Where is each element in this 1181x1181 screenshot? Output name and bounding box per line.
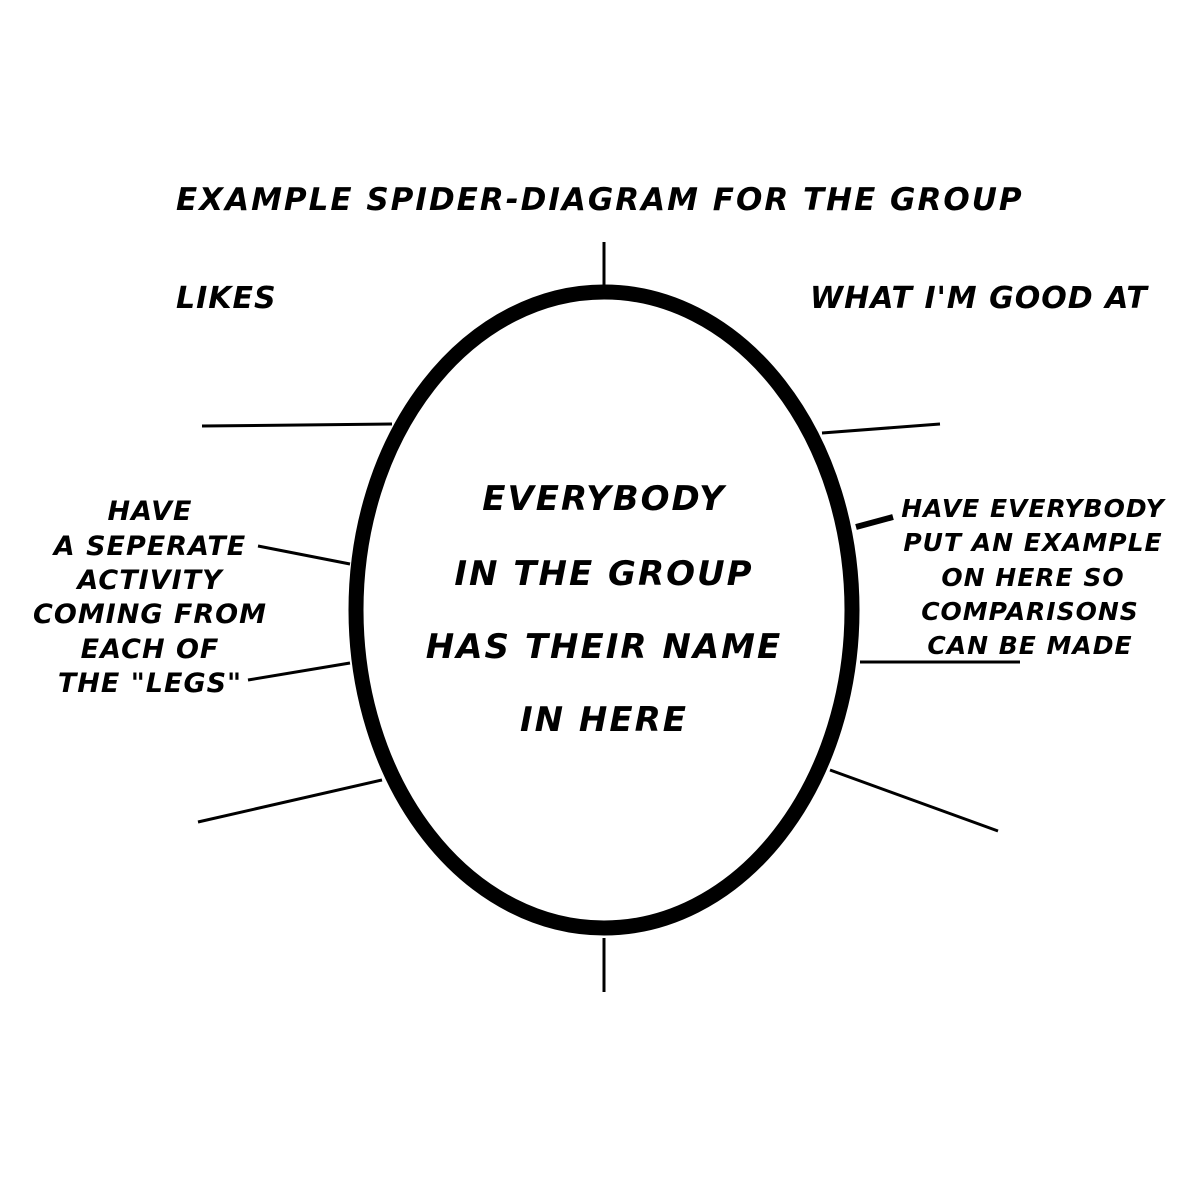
leg-middle-right-upper — [855, 514, 894, 530]
left-note-line-1: HAVE — [108, 496, 193, 527]
left-note: HAVE A SEPERATE ACTIVITY COMING FROM EAC… — [33, 496, 267, 699]
leg-upper-left — [201, 422, 393, 428]
spider-legs — [197, 242, 1020, 992]
center-line-2: IN THE GROUP — [454, 554, 753, 594]
leg-middle-left-upper — [257, 544, 351, 566]
right-note-line-4: COMPARISONS — [921, 597, 1139, 626]
right-note-line-3: ON HERE SO — [941, 563, 1124, 592]
right-note: HAVE EVERYBODY PUT AN EXAMPLE ON HERE SO… — [901, 494, 1166, 660]
right-note-line-1: HAVE EVERYBODY — [901, 494, 1166, 523]
left-note-line-6: THE "LEGS" — [58, 668, 242, 699]
left-note-line-3: ACTIVITY — [75, 565, 224, 596]
likes-label: LIKES — [176, 281, 277, 316]
leg-upper-right — [821, 422, 941, 435]
leg-lower-right — [829, 768, 999, 833]
right-note-line-5: CAN BE MADE — [927, 631, 1132, 660]
center-line-1: EVERYBODY — [482, 479, 727, 519]
left-note-line-5: EACH OF — [81, 634, 220, 665]
spider-body — [348, 284, 860, 936]
right-note-line-2: PUT AN EXAMPLE — [903, 528, 1162, 557]
leg-middle-left-lower — [247, 661, 351, 682]
left-note-line-2: A SEPERATE — [52, 531, 246, 562]
left-note-line-4: COMING FROM — [33, 599, 267, 630]
leg-lower-left — [197, 778, 383, 824]
good-at-label: WHAT I'M GOOD AT — [810, 281, 1149, 316]
center-text: EVERYBODY IN THE GROUP HAS THEIR NAME IN… — [426, 479, 782, 740]
center-line-4: IN HERE — [520, 700, 688, 740]
center-line-3: HAS THEIR NAME — [426, 627, 782, 667]
diagram-title: EXAMPLE SPIDER-DIAGRAM FOR THE GROUP — [176, 182, 1024, 218]
